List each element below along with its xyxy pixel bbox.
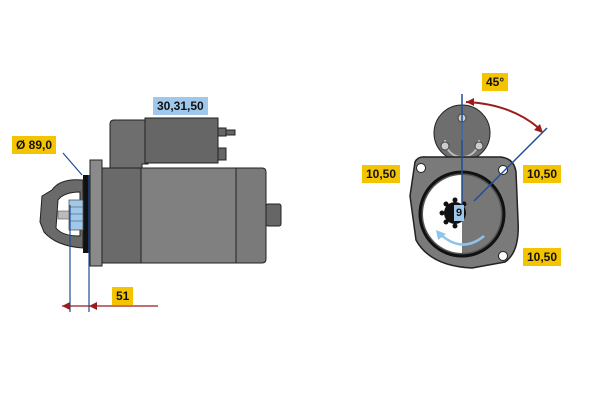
hole-top-right-label: 10,50: [523, 165, 562, 183]
motor-body: [140, 167, 237, 264]
diameter-label: Ø 89,0: [12, 136, 57, 154]
angle-label: 45°: [482, 73, 509, 91]
side-view: [39, 117, 282, 312]
pinion-teeth-label: 9: [454, 205, 465, 221]
terminal-label: 30,31,50: [153, 97, 208, 115]
hole-bottom-right-label: 10,50: [523, 248, 562, 266]
mounting-flange: [89, 159, 103, 267]
end-cap: [235, 167, 267, 264]
angle-arc: [465, 101, 542, 131]
rotation-arrow: [439, 233, 485, 246]
solenoid: [144, 117, 219, 164]
mounting-hole-top-left: [416, 163, 426, 173]
length-label: 51: [112, 287, 134, 305]
hole-top-left-label: 10,50: [362, 165, 401, 183]
terminal-stud: [217, 127, 227, 137]
mounting-hole-bottom-right: [498, 251, 508, 261]
mounting-hole-top-right: [498, 165, 508, 175]
pinion-gear: [68, 199, 84, 231]
